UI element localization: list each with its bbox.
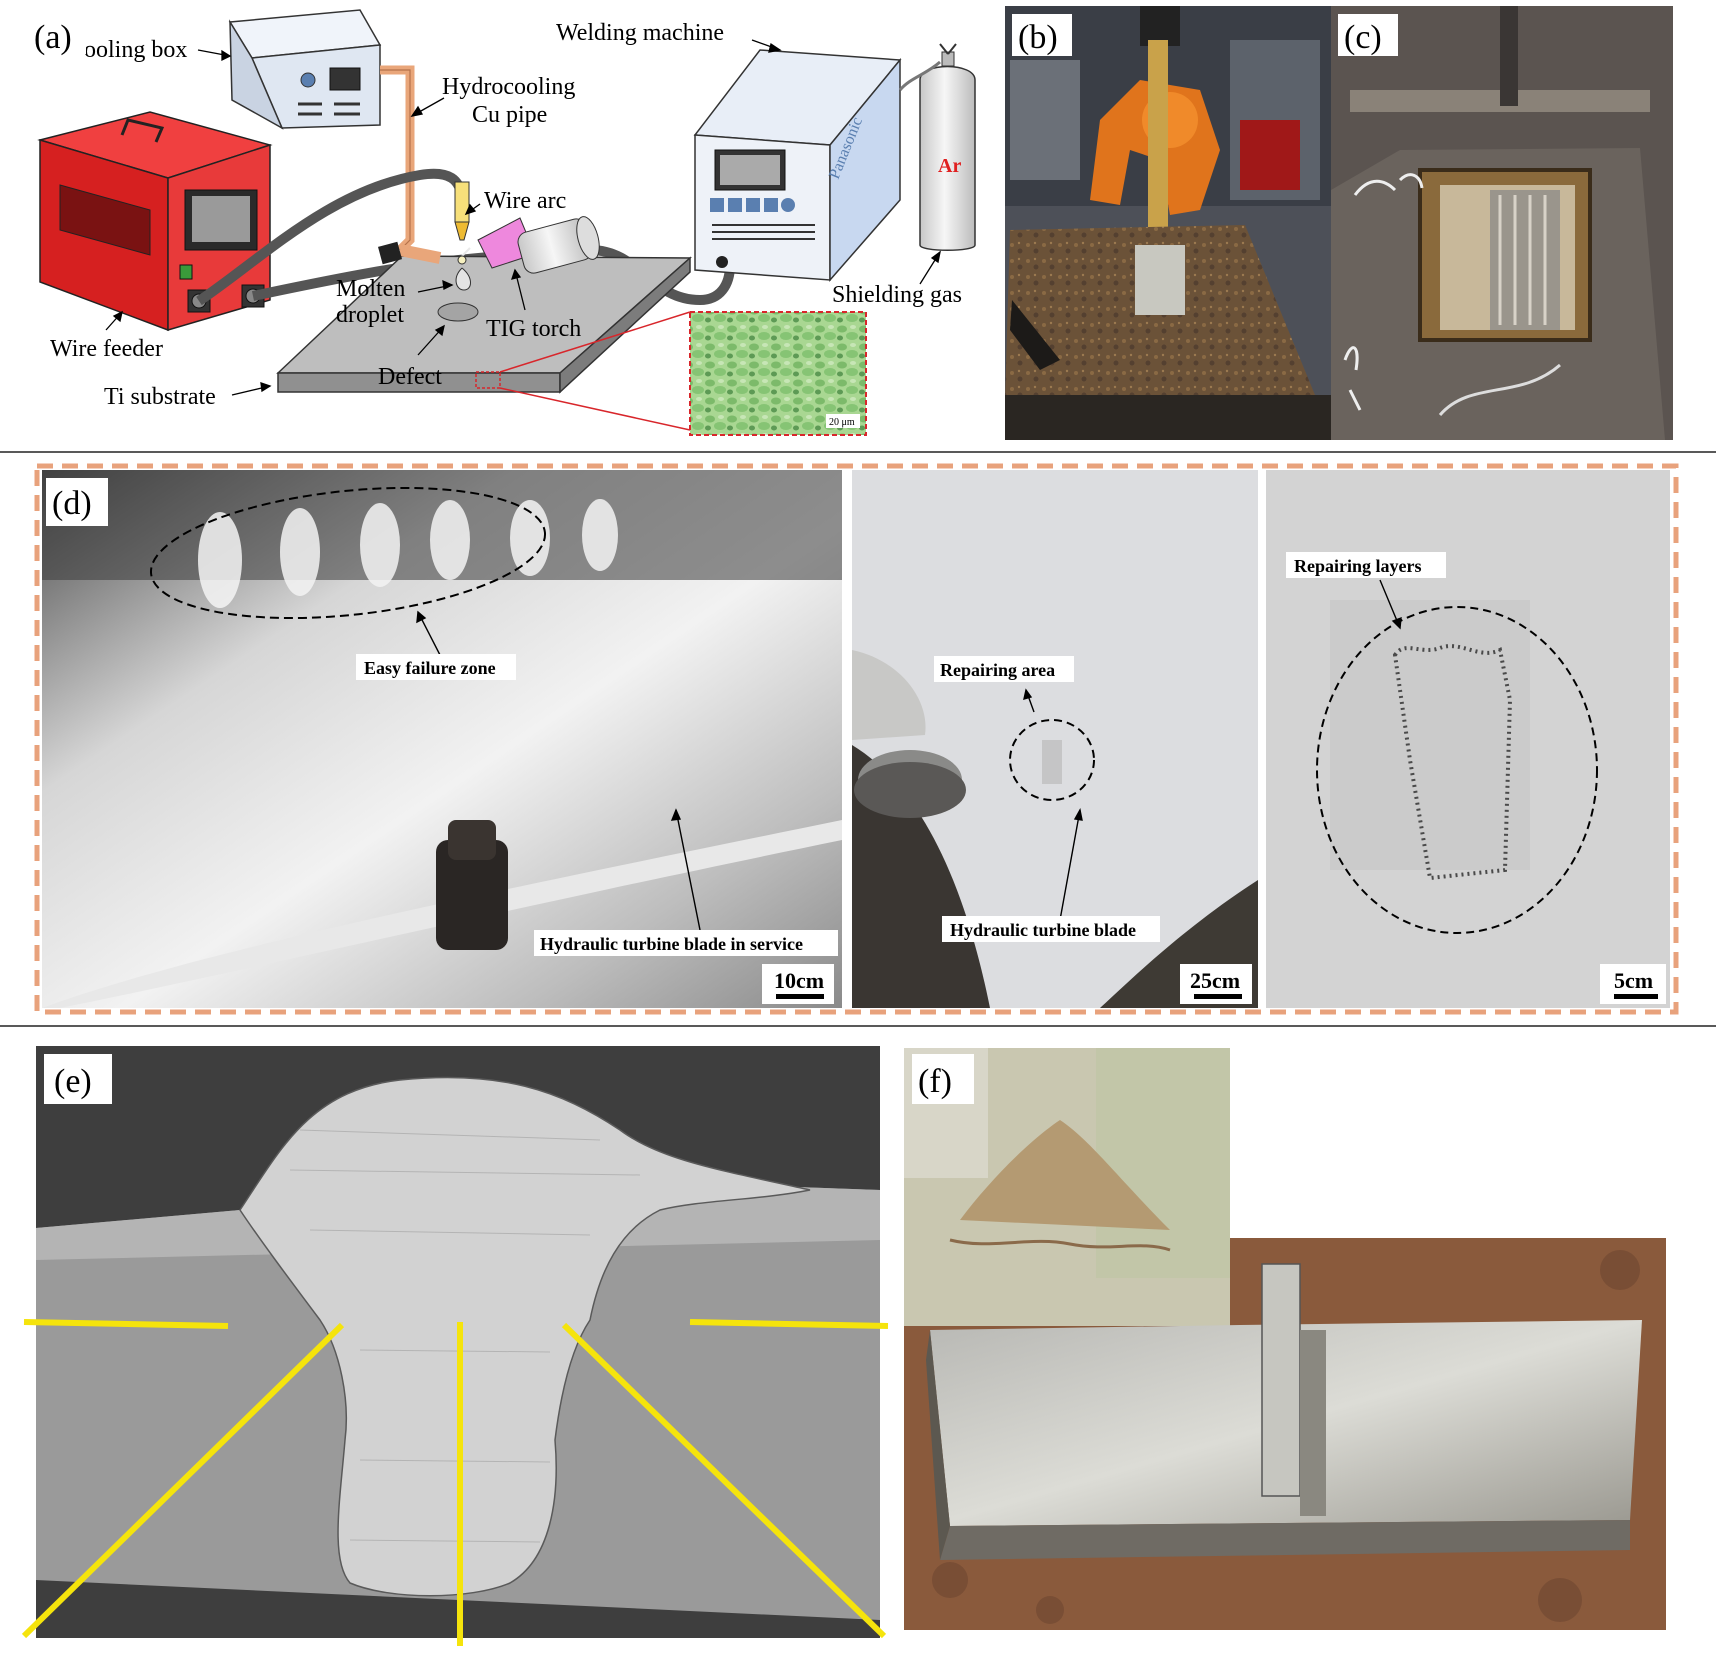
wire-feeder — [37, 111, 273, 332]
label-tig-torch: TIG torch — [486, 316, 581, 342]
label-cooling-box: ooling box — [84, 37, 187, 63]
panel-b: (b) — [1005, 6, 1331, 440]
panel-e: (e) — [21, 1046, 889, 1646]
scale-5cm: 5cm — [1614, 968, 1653, 993]
panel-f: (f) — [904, 1048, 1666, 1630]
repairing-area-circle — [1009, 719, 1095, 801]
torch-assembly — [378, 181, 600, 291]
defect-spot — [437, 302, 479, 322]
label-repairing-layers: Repairing layers — [1294, 556, 1422, 576]
label-blade-in-service: Hydraulic turbine blade in service — [540, 934, 803, 954]
label-wire-feeder: Wire feeder — [50, 336, 163, 362]
weld-bead — [239, 1076, 811, 1597]
panel-c: (c) — [1331, 6, 1673, 440]
label-molten: Molten — [336, 276, 405, 302]
label-repairing-area: Repairing area — [940, 660, 1055, 680]
panel-a-letter: (a) — [34, 19, 72, 56]
microstructure-inset: 20 μm — [499, 311, 867, 436]
easy-failure-ellipse — [149, 486, 547, 620]
panel-a: Panasonic Ar — [28, 9, 976, 436]
panel-e-letter: (e) — [54, 1063, 92, 1100]
scale-25cm: 25cm — [1190, 968, 1240, 993]
label-hydrocooling: Hydrocooling — [442, 74, 575, 100]
label-defect: Defect — [378, 364, 442, 390]
panel-c-letter: (c) — [1344, 19, 1382, 56]
label-cu-pipe: Cu pipe — [472, 102, 547, 128]
label-hydraulic-turbine-blade: Hydraulic turbine blade — [950, 920, 1136, 940]
panel-f-letter: (f) — [918, 1063, 952, 1100]
repairing-layers-circle — [1316, 606, 1598, 934]
scale-10cm: 10cm — [774, 968, 824, 993]
welding-machine: Panasonic — [693, 49, 902, 282]
cu-pipe — [380, 65, 415, 254]
label-droplet: droplet — [336, 302, 404, 328]
ar-label: Ar — [938, 155, 961, 177]
panel-d-letter: (d) — [52, 485, 92, 522]
label-shielding-gas: Shielding gas — [832, 282, 962, 308]
label-wire-arc: Wire arc — [484, 188, 566, 214]
micro-scale-label: 20 μm — [829, 417, 855, 428]
panel-a-leaders — [105, 39, 941, 396]
label-easy-failure-zone: Easy failure zone — [364, 658, 496, 678]
label-welding-machine: Welding machine — [556, 20, 724, 46]
panel-d: Easy failure zone Hydraulic turbine blad… — [34, 463, 1679, 1015]
panel-d-border — [34, 463, 1679, 1015]
cooling-box — [228, 9, 382, 130]
argon-cylinder: Ar — [919, 43, 976, 251]
label-ti-substrate: Ti substrate — [104, 384, 216, 410]
panel-b-letter: (b) — [1018, 19, 1058, 56]
yellow-marker-lines — [21, 1319, 889, 1646]
panel-d-leaders — [416, 579, 1402, 931]
